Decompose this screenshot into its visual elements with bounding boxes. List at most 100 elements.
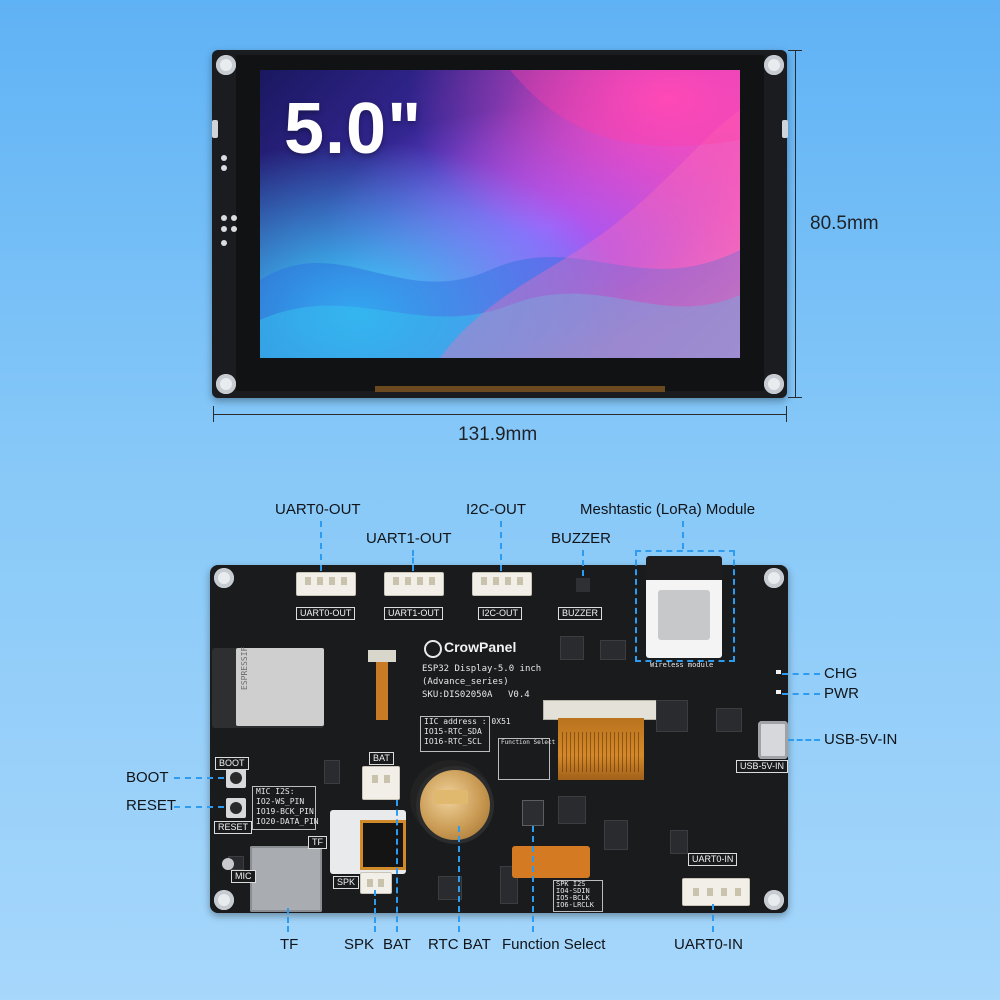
lora-module-header	[646, 556, 722, 580]
callout-line	[788, 739, 820, 741]
i2c-out-silk: I2C-OUT	[478, 607, 522, 620]
mounting-hole	[214, 890, 234, 910]
width-dimension-line	[213, 414, 787, 415]
sensor-dot	[231, 226, 237, 232]
brand-name: CrowPanel	[444, 639, 517, 655]
callout-line	[320, 521, 322, 571]
tf-silk: TF	[308, 836, 327, 849]
rtc-clip	[434, 790, 468, 804]
mic-data: IO20-DATA_PIN	[256, 817, 319, 826]
spk-info-box: SPK I2S IO4-SDIN IO5-BCLK IO6-LRCLK	[553, 880, 603, 912]
spk-lrclk: IO6-LRCLK	[556, 901, 594, 909]
function-select-switch[interactable]	[522, 800, 544, 826]
height-dimension: 80.5mm	[810, 213, 879, 234]
sensor-dot	[221, 155, 227, 161]
screen-size-label: 5.0"	[284, 89, 423, 169]
callout-line	[174, 777, 224, 779]
bat-silk: BAT	[369, 752, 394, 765]
ic-chip	[604, 820, 628, 850]
small-fpc-socket	[368, 650, 396, 662]
esp32-shield-can	[236, 648, 324, 726]
callout-i2c-out: I2C-OUT	[466, 501, 526, 518]
callout-reset: RESET	[126, 797, 177, 814]
board-title: ESP32 Display-5.0 inch	[422, 664, 542, 674]
ic-chip	[558, 796, 586, 824]
sensor-dot	[221, 226, 227, 232]
callout-line	[374, 890, 376, 932]
uart0-in-silk: UART0-IN	[688, 853, 738, 866]
iic-scl: IO16-RTC_SCL	[424, 737, 482, 746]
callout-uart1-out: UART1-OUT	[366, 530, 452, 547]
ic-chip	[656, 700, 688, 732]
ic-chip	[560, 636, 584, 660]
callout-line	[582, 550, 584, 576]
crowpanel-logo-icon	[424, 640, 442, 658]
callout-line	[287, 908, 289, 932]
callout-line	[532, 826, 534, 932]
reset-button[interactable]	[226, 798, 246, 818]
buzzer-component	[576, 578, 590, 592]
mic-info-box: MIC I2S: IO2-WS_PIN IO19-BCK_PIN IO20-DA…	[252, 786, 319, 830]
battery-cell	[360, 820, 406, 870]
esp32-logo-text: ESPRESSIF	[240, 646, 249, 690]
chg-led	[776, 670, 781, 674]
uart1-out-connector	[384, 572, 444, 596]
frame-tab	[782, 120, 788, 138]
board-version: V0.4	[508, 690, 530, 700]
height-dimension-line	[795, 50, 796, 398]
mic-ws: IO2-WS_PIN	[256, 797, 305, 806]
callout-line	[682, 521, 684, 549]
mic-component	[222, 858, 234, 870]
callout-buzzer: BUZZER	[551, 530, 611, 547]
pwr-led	[776, 690, 781, 694]
tf-card-slot	[250, 846, 322, 912]
i2c-out-connector	[472, 572, 532, 596]
mounting-hole	[216, 55, 236, 75]
sensor-dot	[221, 165, 227, 171]
callout-boot: BOOT	[126, 769, 169, 786]
callout-line	[782, 673, 820, 675]
board-series: (Advance_series)	[422, 677, 509, 687]
wireless-module-silk: Wireless module	[650, 661, 714, 669]
callout-uart0-out: UART0-OUT	[275, 501, 361, 518]
callout-pwr: PWR	[824, 685, 859, 702]
buzzer-silk: BUZZER	[558, 607, 602, 620]
callout-chg: CHG	[824, 665, 858, 682]
callout-bat: BAT	[383, 936, 412, 953]
mounting-hole	[764, 568, 784, 588]
flex-strip	[375, 386, 665, 392]
small-flex-cable	[376, 662, 388, 720]
spk-sdin: IO4-SDIN	[556, 887, 590, 895]
spk-i2s: SPK I2S	[556, 880, 586, 888]
reset-silk: RESET	[214, 821, 253, 834]
boot-silk: BOOT	[215, 757, 249, 770]
rtc-coin-cell	[416, 766, 494, 844]
callout-line	[712, 904, 714, 932]
mounting-hole	[764, 374, 784, 394]
callout-line	[782, 693, 820, 695]
speaker-cable	[512, 846, 590, 878]
mounting-hole	[764, 55, 784, 75]
ic-chip	[716, 708, 742, 732]
callout-uart0-in: UART0-IN	[674, 936, 743, 953]
callout-line	[412, 550, 414, 571]
iic-sda: IO15-RTC_SDA	[424, 727, 482, 736]
callout-function-select: Function Select	[502, 936, 606, 953]
dimension-tick	[213, 406, 214, 422]
dimension-tick	[788, 397, 802, 398]
usb-c-port	[758, 721, 788, 759]
width-dimension: 131.9mm	[458, 424, 538, 445]
spk-bclk: IO5-BCLK	[556, 894, 590, 902]
callout-line	[458, 826, 460, 932]
boot-button[interactable]	[226, 768, 246, 788]
lora-highlight-box	[635, 550, 735, 662]
board-sku: SKU:DIS02050A	[422, 690, 493, 700]
uart0-out-connector	[296, 572, 356, 596]
callout-line	[396, 800, 398, 932]
ic-chip	[670, 830, 688, 854]
ffc-cable-traces	[562, 732, 640, 772]
mounting-hole	[764, 890, 784, 910]
sensor-dot	[221, 240, 227, 246]
uart0-in-connector	[682, 878, 750, 906]
ic-chip	[324, 760, 340, 784]
